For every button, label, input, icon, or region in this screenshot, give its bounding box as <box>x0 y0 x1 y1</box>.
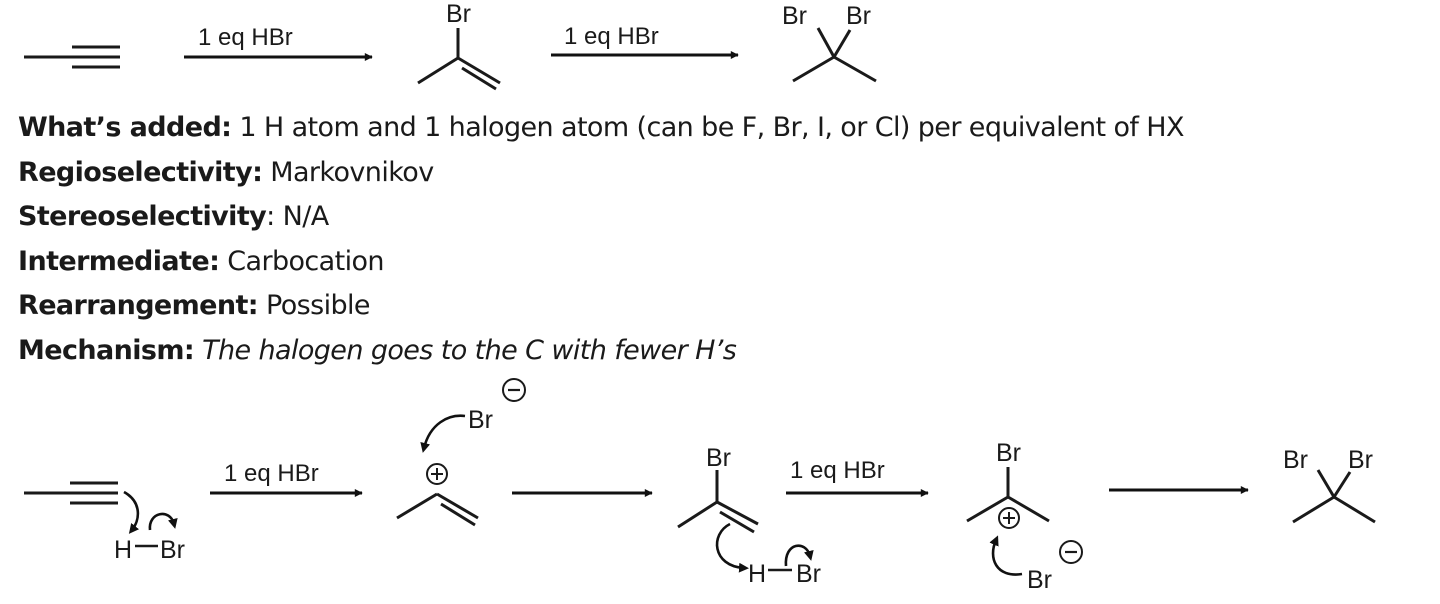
bromine-label-2: Br <box>846 2 871 30</box>
negative-charge-icon <box>1059 540 1083 564</box>
hydrogen-label: H <box>748 560 766 588</box>
property-stereoselectivity: Stereoselectivity: N/A <box>18 195 1184 240</box>
property-label: Regioselectivity: <box>18 156 263 188</box>
property-value: : N/A <box>266 201 329 233</box>
reaction-properties: What’s added: 1 H atom and 1 halogen ato… <box>18 106 1185 374</box>
reaction-arrow-1: 1 eq HBr <box>184 24 373 61</box>
bromide-label: Br <box>1027 566 1052 594</box>
bromine-label-2: Br <box>1348 446 1373 474</box>
reagent-label: 1 eq HBr <box>790 457 885 484</box>
bromine-label: Br <box>796 560 821 588</box>
vinyl-cation-structure: Br <box>396 378 526 527</box>
propyne-structure <box>24 45 120 69</box>
positive-charge-icon <box>998 507 1020 529</box>
reaction-arrow-2: 1 eq HBr <box>551 23 739 59</box>
property-label: Stereoselectivity <box>18 201 267 233</box>
property-intermediate: Intermediate: Carbocation <box>18 240 1184 285</box>
property-value: 1 H atom and 1 halogen atom (can be F, B… <box>231 112 1184 143</box>
curly-arrow-bromide-attack-2 <box>989 535 1023 576</box>
curly-arrow-pi-to-h-2 <box>715 522 749 573</box>
property-label: Mechanism: <box>18 334 195 366</box>
bromine-label: Br <box>706 444 731 472</box>
mech-reaction-arrow-3: 1 eq HBr <box>786 457 929 497</box>
geminal-dibromide-structure: Br Br <box>782 2 877 83</box>
bromine-label: Br <box>160 536 185 564</box>
curly-arrow-h-br-bond <box>148 512 178 531</box>
property-value: Carbocation <box>219 245 384 277</box>
bromide-label: Br <box>468 406 493 434</box>
hydrogen-label: H <box>114 536 132 564</box>
reagent-label: 1 eq HBr <box>564 23 659 50</box>
property-value: Markovnikov <box>262 156 434 188</box>
property-regioselectivity: Regioselectivity: Markovnikov <box>18 151 1184 196</box>
property-label: Intermediate: <box>18 245 220 277</box>
property-label: What’s added: <box>18 112 232 143</box>
vinyl-bromide-structure: Br <box>417 0 501 91</box>
negative-charge-icon <box>502 378 526 402</box>
bromo-carbocation-structure: Br Br <box>966 439 1083 594</box>
curly-arrow-bromide-attack <box>420 414 466 453</box>
reagent-label: 1 eq HBr <box>224 460 319 487</box>
property-mechanism: Mechanism: The halogen goes to the C wit… <box>18 329 1184 374</box>
positive-charge-icon <box>426 463 448 485</box>
bromine-label: Br <box>446 0 471 28</box>
property-rearrangement: Rearrangement: Possible <box>18 284 1184 329</box>
vinyl-bromide-mech-structure: Br H Br <box>677 444 821 588</box>
property-label: Rearrangement: <box>18 290 259 322</box>
mech-reaction-arrow-1: 1 eq HBr <box>210 460 363 497</box>
geminal-dibromide-mech-structure: Br Br <box>1283 446 1376 524</box>
property-whats-added: What’s added: 1 H atom and 1 halogen ato… <box>18 106 1185 151</box>
bromine-label-1: Br <box>782 2 807 30</box>
curly-arrow-pi-to-h <box>123 490 140 534</box>
bromine-label: Br <box>996 439 1021 467</box>
reagent-label: 1 eq HBr <box>198 24 293 51</box>
hbr-reagent-1: H Br <box>114 536 185 564</box>
bromine-label-1: Br <box>1283 446 1308 474</box>
property-value: The halogen goes to the C with fewer H’s <box>194 334 737 366</box>
propyne-mech-structure <box>24 481 118 505</box>
property-value: Possible <box>258 290 371 322</box>
curly-arrow-h-br-bond-2 <box>784 544 814 567</box>
